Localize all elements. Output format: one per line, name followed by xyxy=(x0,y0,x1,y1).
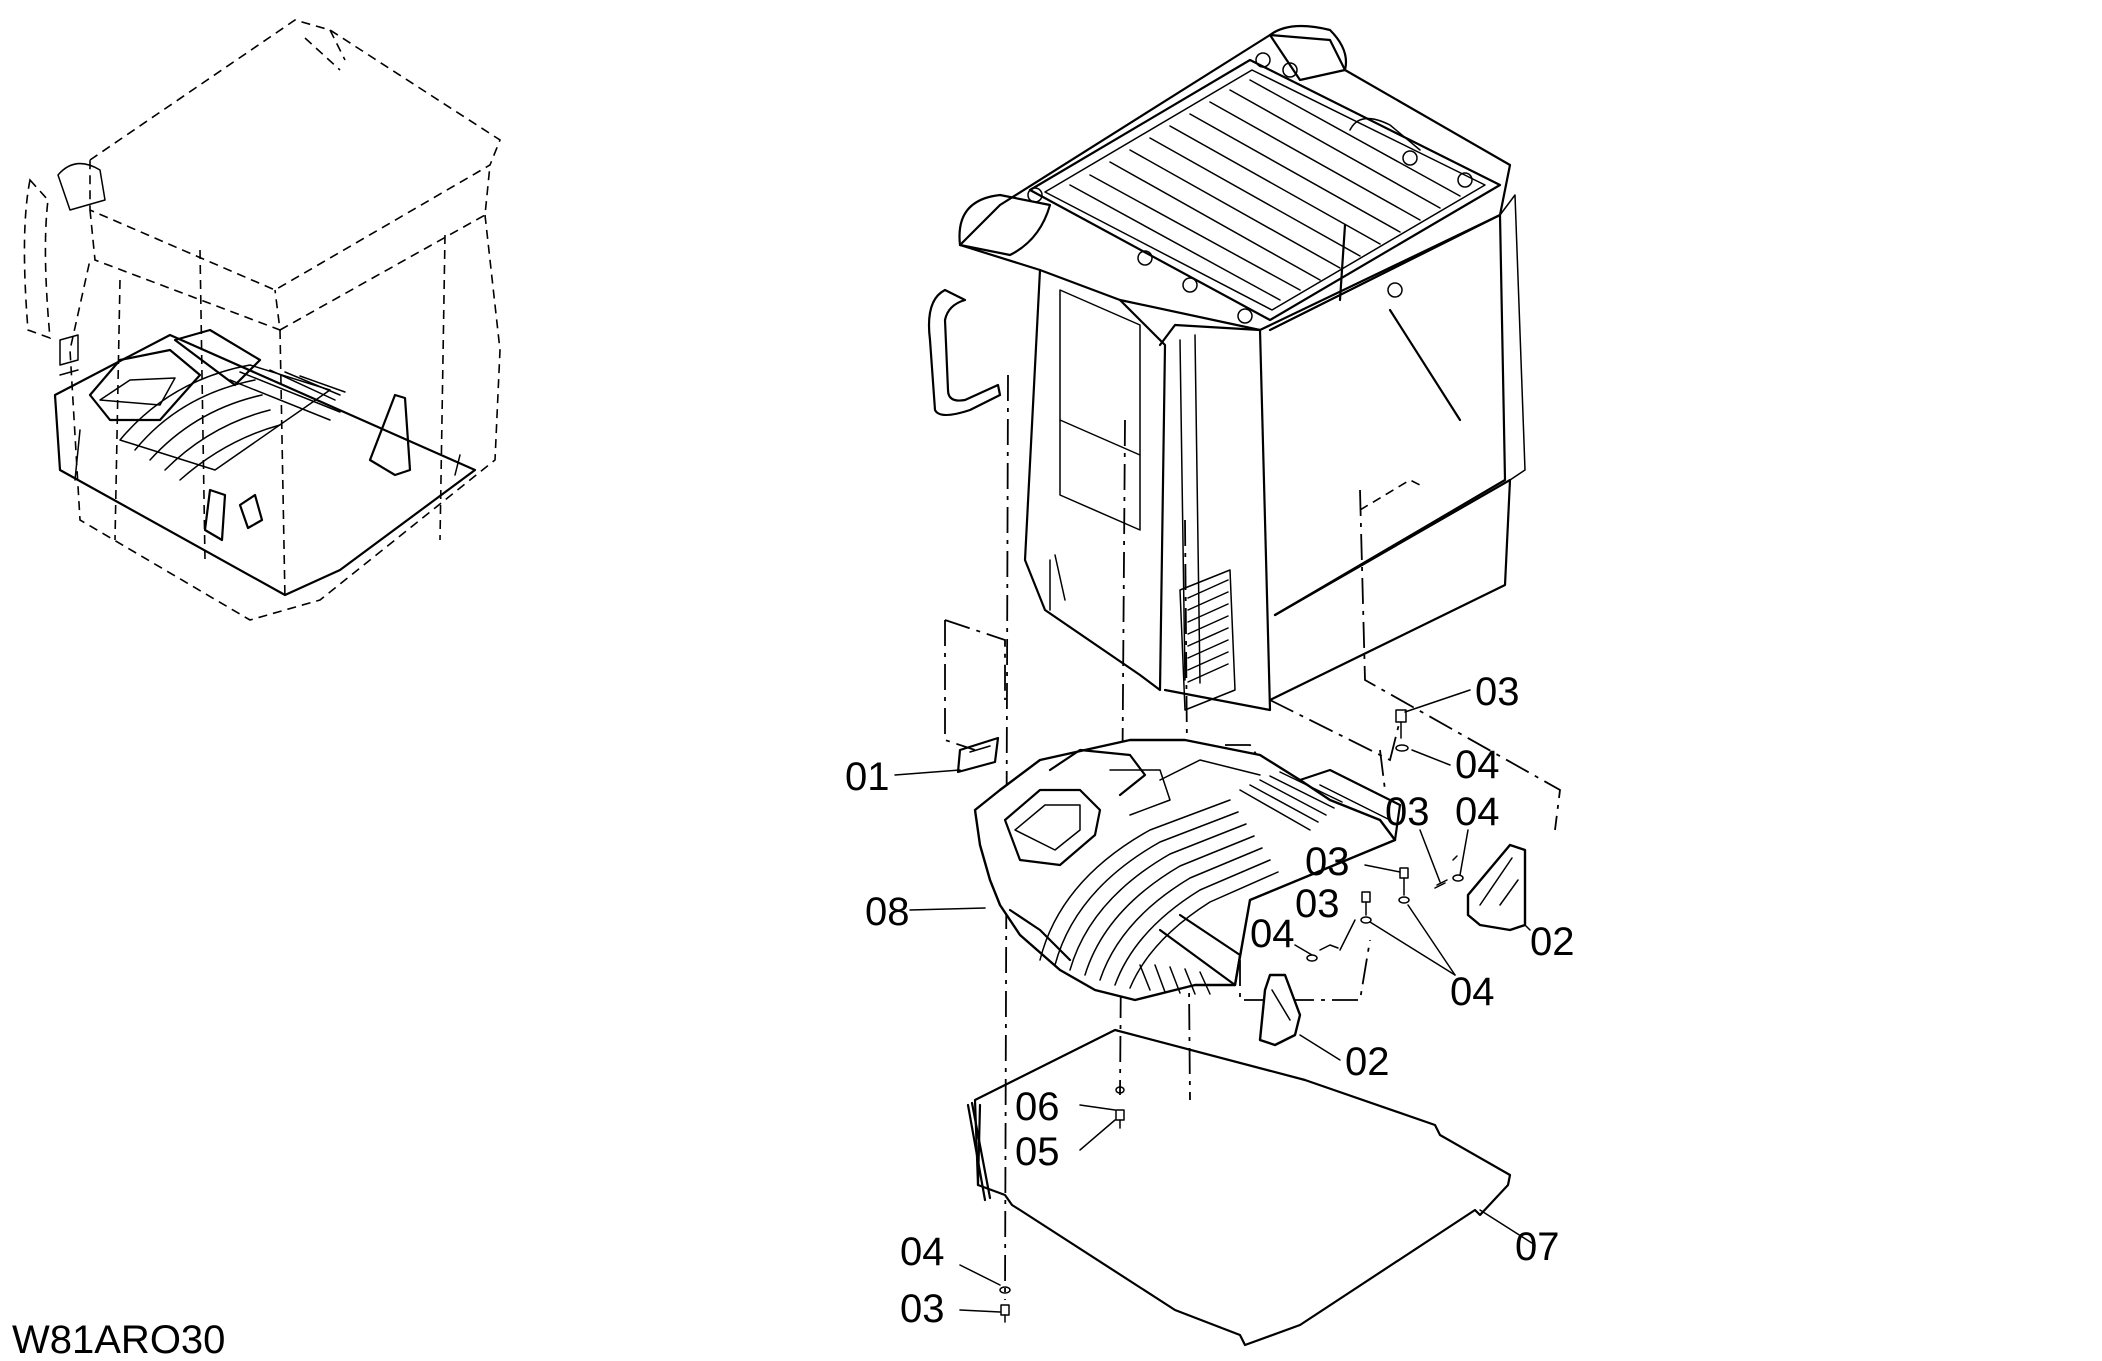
callout-03-mid-upper: 03 xyxy=(1305,840,1350,884)
fasteners xyxy=(999,709,1464,1323)
floor-ribs xyxy=(1039,799,1279,989)
part-08-floor-mat xyxy=(973,738,1402,1002)
roof-bolts xyxy=(1027,52,1473,324)
callout-04-right: 04 xyxy=(1455,790,1500,834)
part-02-bracket-a xyxy=(1466,843,1527,932)
part-02-bracket-b xyxy=(1258,973,1302,1047)
callout-03-mid-lower: 03 xyxy=(1295,882,1340,926)
roof-ribs xyxy=(1069,79,1461,301)
callout-08: 08 xyxy=(865,890,910,934)
leader-lines xyxy=(894,689,1536,1313)
drawing-code: W81ARO30 xyxy=(12,1318,225,1361)
callout-05: 05 xyxy=(1015,1130,1060,1174)
callouts: 01 08 03 04 03 04 03 03 04 02 04 02 06 0… xyxy=(845,670,1575,1331)
callout-06: 06 xyxy=(1015,1085,1060,1129)
part-07-floor-plate xyxy=(966,1028,1512,1347)
callout-02-right: 02 xyxy=(1530,920,1575,964)
callout-04-mid: 04 xyxy=(1250,912,1295,956)
callout-03-top: 03 xyxy=(1475,670,1520,714)
callout-04-lower: 04 xyxy=(1450,970,1495,1014)
callout-03-right: 03 xyxy=(1385,790,1430,834)
overview-cab xyxy=(23,19,501,621)
cab-body xyxy=(927,24,1526,712)
callout-04-top: 04 xyxy=(1455,743,1500,787)
side-grille xyxy=(1187,579,1229,683)
part-01-plate xyxy=(956,736,1000,774)
callout-07: 07 xyxy=(1515,1225,1560,1269)
callout-04-bottom: 04 xyxy=(900,1230,945,1274)
callout-03-bottom: 03 xyxy=(900,1287,945,1331)
callout-01: 01 xyxy=(845,755,890,799)
callout-02-lower: 02 xyxy=(1345,1040,1390,1084)
